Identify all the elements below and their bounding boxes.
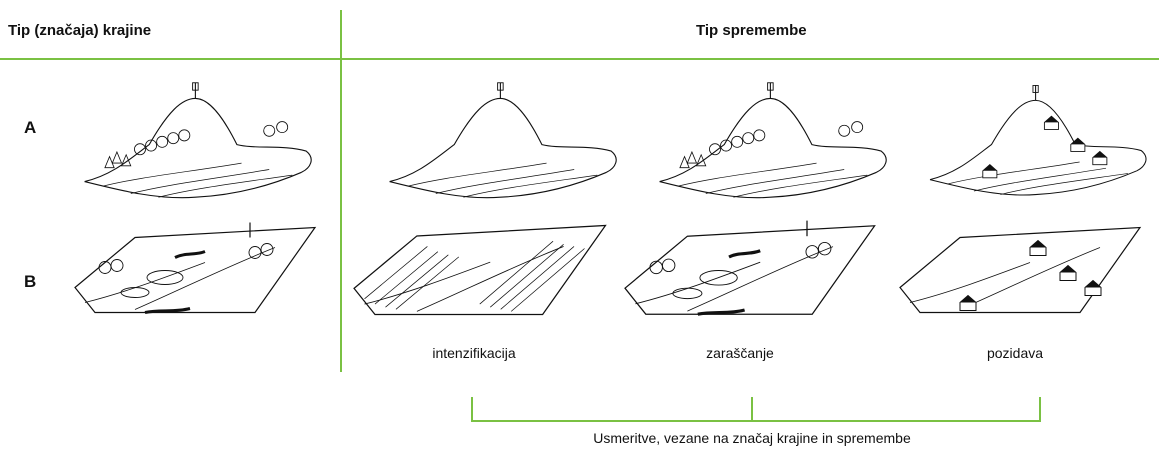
hill-landscape-icon bbox=[84, 82, 312, 199]
caption-pozidava: pozidava bbox=[986, 345, 1044, 361]
bracket bbox=[471, 397, 1041, 422]
sketch-a-original bbox=[75, 80, 325, 205]
column-divider bbox=[340, 10, 342, 372]
plain-landscape-icon bbox=[899, 226, 1141, 314]
sketch-b-intenzifikacija bbox=[350, 215, 620, 330]
hill-landscape-icon bbox=[389, 82, 617, 199]
plain-landscape-icon bbox=[624, 219, 876, 316]
caption-zarascanje: zaraščanje bbox=[706, 345, 774, 361]
sketch-b-pozidava bbox=[899, 215, 1150, 330]
header-right-title: Tip spremembe bbox=[696, 22, 807, 39]
sketch-b-original bbox=[74, 215, 325, 330]
hill-landscape-icon bbox=[659, 82, 887, 199]
sketch-a-pozidava bbox=[929, 80, 1150, 205]
bracket-label: Usmeritve, vezane na značaj krajine in s… bbox=[593, 430, 911, 446]
plain-landscape-icon bbox=[353, 224, 607, 316]
hill-landscape-icon bbox=[929, 84, 1147, 196]
sketch-b-zarascanje bbox=[624, 215, 885, 330]
sketch-a-intenzifikacija bbox=[380, 80, 630, 205]
sketch-a-zarascanje bbox=[650, 80, 900, 205]
plain-landscape-icon bbox=[74, 221, 316, 314]
row-label-a: A bbox=[24, 118, 37, 137]
row-label-b: B bbox=[24, 272, 37, 291]
caption-intenzifikacija: intenzifikacija bbox=[432, 345, 516, 361]
header-left-title: Tip (značaja) krajine bbox=[8, 22, 152, 39]
header-divider bbox=[0, 58, 1159, 60]
